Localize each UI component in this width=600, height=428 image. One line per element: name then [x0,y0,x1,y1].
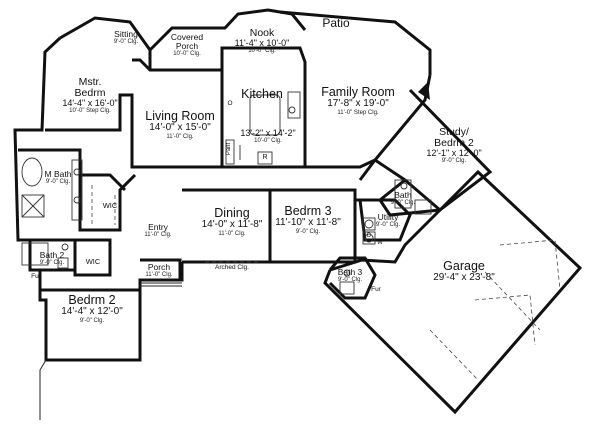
room-ceiling: 9'-0" Clg. [79,317,105,324]
room-name: Kitchen [241,87,283,101]
room-dining: Dining 14'-0" x 11'-8" 11'-0" Clg. [201,206,263,237]
room-utility: Utility 9'-0" Clg. [376,213,400,228]
room-ceiling: 9'-0" Clg. [375,221,401,228]
room-living: Living Room 14'-0" x 15'-0" 11'-0" Clg. [145,109,215,140]
room-ceiling: 11'-0" Clg. [144,231,172,238]
washer-label: W [377,240,383,246]
room-ceiling: 9'-0" Clg. [39,259,65,266]
room-name: Sitting [114,29,138,39]
room-dims: 14'-0" x 15'-0" [149,122,211,134]
room-bath3: Bath 3 9'-0" Clg. [338,268,363,283]
room-ceiling: 11'-0" Clg. [218,230,246,237]
room-ceiling: 9'-0" Clg. [441,158,467,165]
room-name: Bath 3 [337,267,363,277]
room-bedrm3: Bedrm 3 11'-10" x 11'-8" 9'-0" Clg. [275,204,341,235]
room-ceiling: 9'-0" Clg. [390,199,416,206]
oven-label: O [227,100,233,107]
room-kitchen-info: 13'-2" x 14'-2" 10'-0" Clg. [240,128,296,145]
room-ceiling: 11'-0" Clg. [145,271,173,278]
room-name: Living Room [145,109,215,123]
room-patio: Patio [322,16,350,30]
room-porch: Porch 11'-0" Clg. [145,263,172,278]
room-bedrm2: Bedrm 2 14'-4" x 12'-0" 9'-0" Clg. [61,293,123,324]
room-dims: 14'-4" x 12'-0" [61,306,123,318]
room-dims: 11'-4" x 10'-0" [234,38,290,49]
room-name: Nook [249,27,275,39]
room-name: Dining [214,206,250,220]
room-name: Bath 2 [39,250,65,260]
room-ceiling: 9'-0" Clg. [113,38,139,45]
room-covered-porch: Covered Porch 10'-0" Clg. [164,33,210,57]
room-dims: 14'-4" x 16'-0" [62,98,118,109]
room-kitchen: Kitchen [241,87,283,101]
room-nook: Nook 11'-4" x 10'-0" 10'-0" Clg. [234,27,290,55]
room-name: Utility [377,212,399,222]
room-bath: Bath 9'-0" Clg. [391,191,415,206]
room-name: Bedrm 2 [68,293,116,307]
furnace-label: Fur [31,273,41,280]
room-name: Bath [394,190,412,200]
room-name: M Bath [44,169,72,179]
room-bath2: Bath 2 9'-0" Clg. [40,251,65,266]
pantry-label: Pant [226,142,232,156]
dryer-label: D [366,233,372,239]
room-dims: 29'-4" x 23'-8" [433,272,495,284]
arched-ceiling-note: Arched Clg. [215,264,249,271]
room-entry: Entry 11'-0" Clg. [144,223,171,238]
room-name: Mstr. Bedrm [74,76,106,100]
room-garage: Garage 29'-4" x 23'-8" [433,259,495,284]
room-dims: 12'-1" x 12'-0" [426,148,482,159]
room-name: Garage [443,259,485,273]
room-m-bath: M Bath 9'-0" Clg. [45,170,72,185]
room-name: Porch [147,262,171,272]
room-family: Family Room 17'-8" x 19'-0" 11'-0" Step … [321,85,395,116]
room-wic-2: WIC [85,257,101,266]
room-name: Bedrm 3 [284,204,332,218]
room-dims: 11'-10" x 11'-8" [275,217,341,229]
room-ceiling: 10'-0" Clg. [248,48,276,55]
room-dims: 17'-8" x 19'-0" [327,98,389,110]
room-dims: 14'-0" x 11'-8" [201,219,263,231]
fixtures [21,82,561,420]
room-ceiling: 9'-0" Clg. [295,228,321,235]
room-name: Study/ Bedrm 2 [434,126,474,150]
room-name: Entry [148,222,168,232]
room-sitting: Sitting 9'-0" Clg. [114,30,138,45]
room-study: Study/ Bedrm 2 12'-1" x 12'-0" 9'-0" Clg… [424,126,484,165]
room-ceiling: 10'-0" Clg. [173,50,201,57]
room-dims: 13'-2" x 14'-2" [240,128,296,138]
room-ceiling: 10'-0" Step Clg. [69,108,111,115]
room-ceiling: 11'-0" Step Clg. [337,109,379,116]
room-ceiling: 9'-0" Clg. [337,276,363,283]
room-name: Family Room [321,85,395,99]
room-name: Covered Porch [170,32,204,51]
room-ceiling: 10'-0" Clg. [254,138,282,145]
furnace-label-2: Fur [371,286,381,293]
room-master-bedroom: Mstr. Bedrm 14'-4" x 16'-0" 10'-0" Step … [62,76,118,115]
room-ceiling: 9'-0" Clg. [45,178,71,185]
room-wic: WIC [102,201,118,210]
room-ceiling: 11'-0" Clg. [166,133,194,140]
range-label: R [262,154,268,161]
